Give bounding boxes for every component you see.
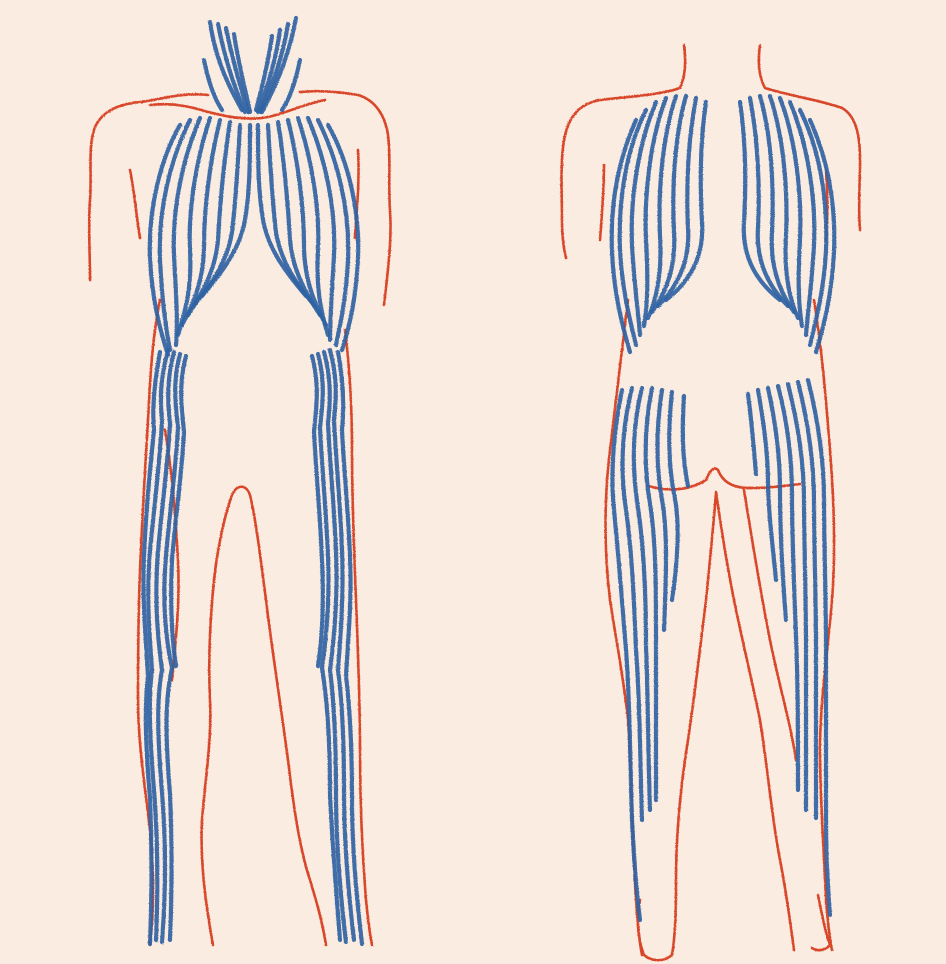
back-left-inner-arm-outline bbox=[600, 165, 604, 240]
back-body-figure bbox=[562, 45, 861, 960]
back-lower-fiber bbox=[748, 394, 756, 474]
back-lower-fiber bbox=[658, 390, 667, 630]
back-muscle-fibers bbox=[612, 96, 835, 920]
front-muscle-fibers bbox=[143, 18, 362, 944]
front-body-figure bbox=[89, 18, 390, 945]
front-inner-legs-outline bbox=[202, 487, 326, 945]
front-neck-fiber bbox=[204, 60, 222, 110]
back-lower-fiber bbox=[669, 392, 677, 600]
front-neck-fiber bbox=[282, 60, 300, 110]
back-left-foot-outline bbox=[638, 900, 672, 960]
back-lower-fiber bbox=[683, 396, 688, 486]
back-lower-fiber bbox=[778, 386, 798, 790]
front-left-inner-arm-outline bbox=[130, 170, 140, 238]
